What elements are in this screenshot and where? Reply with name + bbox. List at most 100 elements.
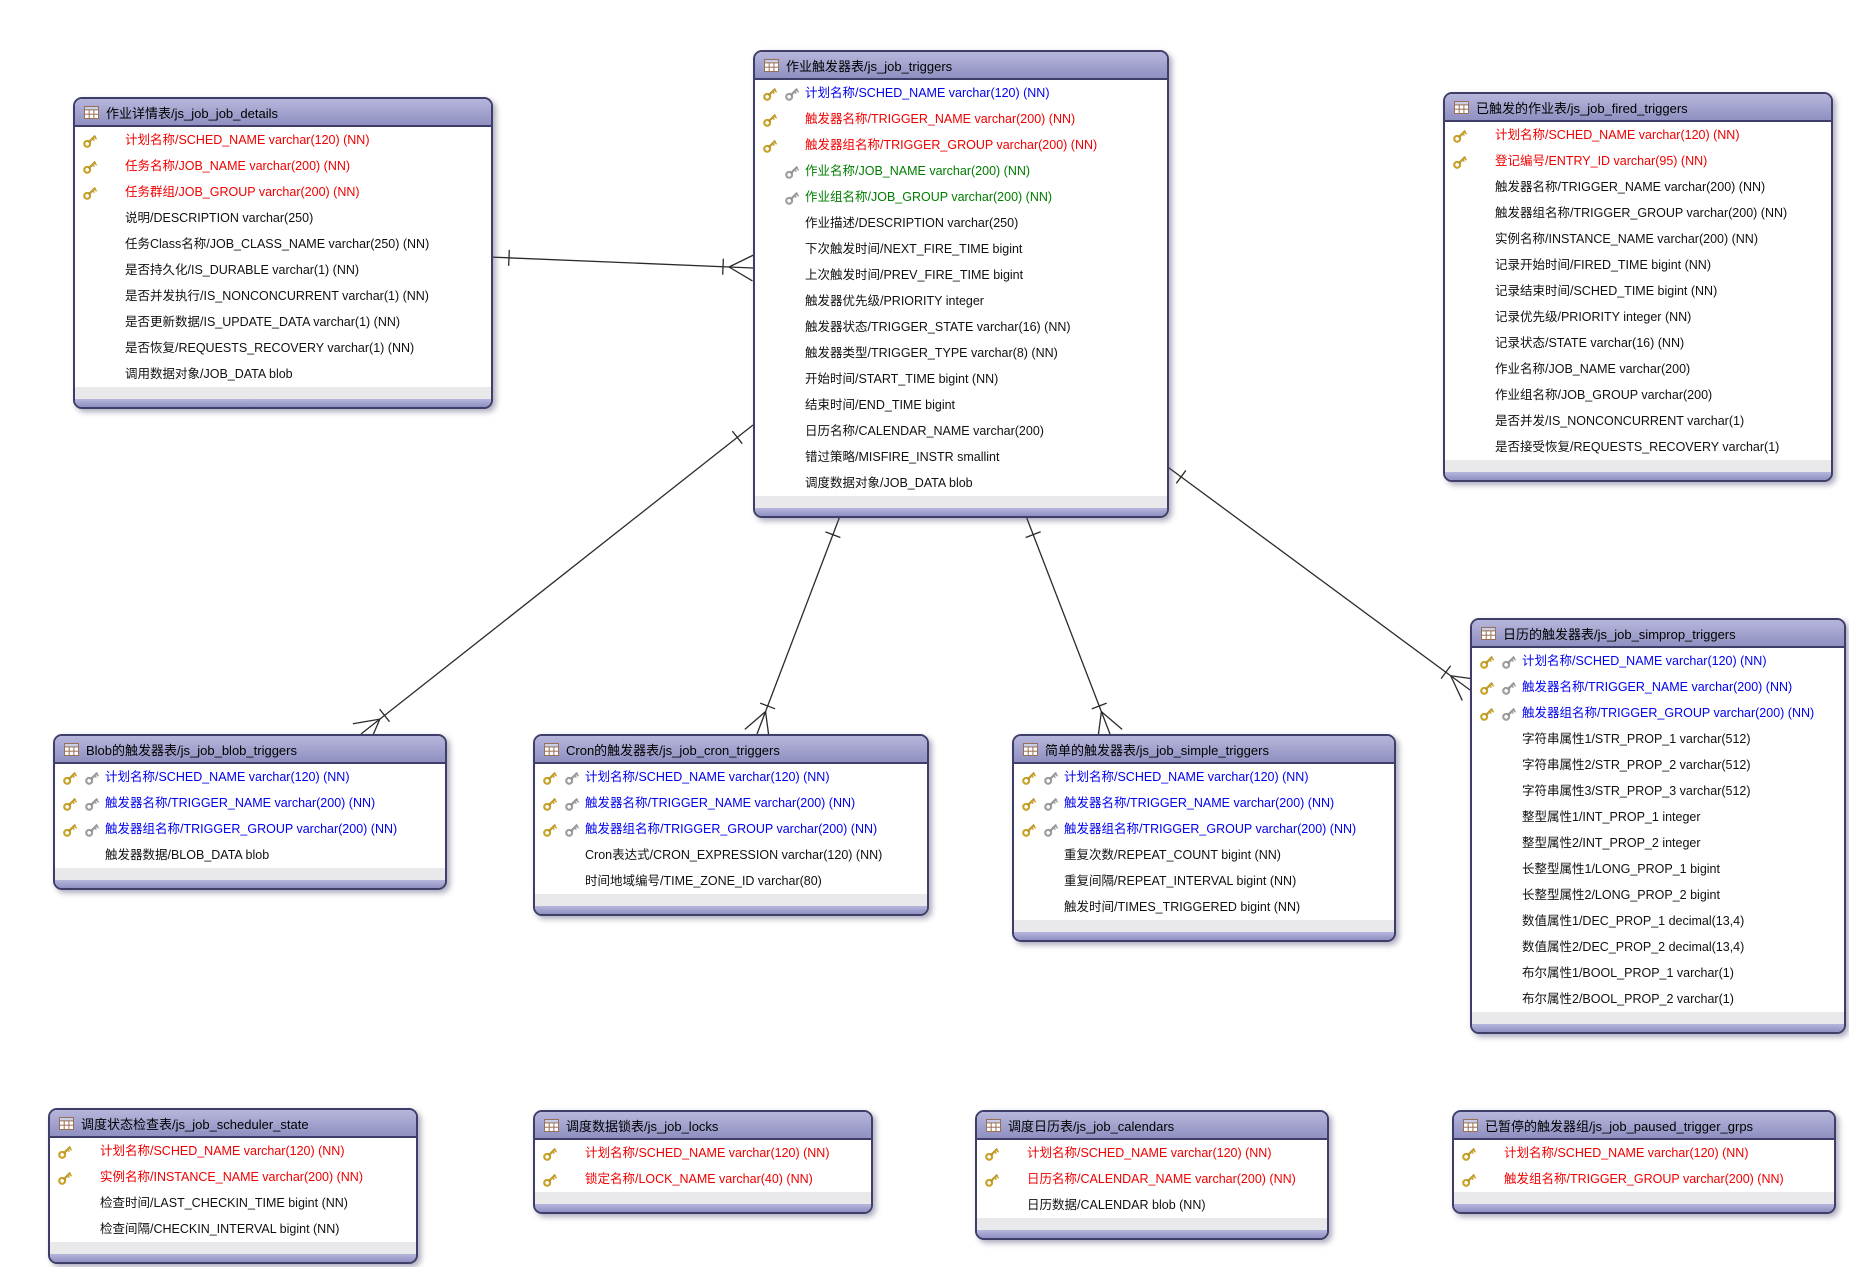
table-row[interactable]: 是否恢复/REQUESTS_RECOVERY varchar(1) (NN) xyxy=(75,335,491,361)
table-row[interactable]: 计划名称/SCHED_NAME varchar(120) (NN) xyxy=(50,1138,416,1164)
table-row[interactable]: 任务群组/JOB_GROUP varchar(200) (NN) xyxy=(75,179,491,205)
table-row[interactable]: 作业名称/JOB_NAME varchar(200) (NN) xyxy=(755,158,1167,184)
table-row[interactable]: 触发器组名称/TRIGGER_GROUP varchar(200) (NN) xyxy=(755,132,1167,158)
table-header[interactable]: 调度日历表/js_job_calendars xyxy=(977,1112,1327,1140)
table-row[interactable]: 日历名称/CALENDAR_NAME varchar(200) xyxy=(755,418,1167,444)
table-row[interactable]: 开始时间/START_TIME bigint (NN) xyxy=(755,366,1167,392)
table-row[interactable]: 记录结束时间/SCHED_TIME bigint (NN) xyxy=(1445,278,1831,304)
table-row[interactable]: 触发器组名称/TRIGGER_GROUP varchar(200) (NN) xyxy=(1472,700,1844,726)
table-row[interactable]: 计划名称/SCHED_NAME varchar(120) (NN) xyxy=(977,1140,1327,1166)
table-row[interactable]: 字符串属性3/STR_PROP_3 varchar(512) xyxy=(1472,778,1844,804)
table-row[interactable]: 是否更新数据/IS_UPDATE_DATA varchar(1) (NN) xyxy=(75,309,491,335)
table-row[interactable]: 是否接受恢复/REQUESTS_RECOVERY varchar(1) xyxy=(1445,434,1831,460)
table-row[interactable]: 长整型属性1/LONG_PROP_1 bigint xyxy=(1472,856,1844,882)
table-row[interactable]: 记录开始时间/FIRED_TIME bigint (NN) xyxy=(1445,252,1831,278)
table-row[interactable]: 计划名称/SCHED_NAME varchar(120) (NN) xyxy=(535,764,927,790)
relationship-js_job_triggers-js_job_simprop_triggers[interactable] xyxy=(1164,464,1478,701)
table-header[interactable]: Blob的触发器表/js_job_blob_triggers xyxy=(55,736,445,764)
table-row[interactable]: 计划名称/SCHED_NAME varchar(120) (NN) xyxy=(535,1140,871,1166)
table-row[interactable]: 整型属性2/INT_PROP_2 integer xyxy=(1472,830,1844,856)
table-header[interactable]: 调度状态检查表/js_job_scheduler_state xyxy=(50,1110,416,1138)
table-row[interactable]: 任务Class名称/JOB_CLASS_NAME varchar(250) (N… xyxy=(75,231,491,257)
table-row[interactable]: 说明/DESCRIPTION varchar(250) xyxy=(75,205,491,231)
table-row[interactable]: 调度数据对象/JOB_DATA blob xyxy=(755,470,1167,496)
table-row[interactable]: 触发器名称/TRIGGER_NAME varchar(200) (NN) xyxy=(55,790,445,816)
table-row[interactable]: 数值属性1/DEC_PROP_1 decimal(13,4) xyxy=(1472,908,1844,934)
table-row[interactable]: 触发器组名称/TRIGGER_GROUP varchar(200) (NN) xyxy=(1014,816,1394,842)
table-row[interactable]: 字符串属性1/STR_PROP_1 varchar(512) xyxy=(1472,726,1844,752)
table-row[interactable]: 作业描述/DESCRIPTION varchar(250) xyxy=(755,210,1167,236)
table-row[interactable]: 记录状态/STATE varchar(16) (NN) xyxy=(1445,330,1831,356)
table-row[interactable]: 锁定名称/LOCK_NAME varchar(40) (NN) xyxy=(535,1166,871,1192)
table-row[interactable]: 数值属性2/DEC_PROP_2 decimal(13,4) xyxy=(1472,934,1844,960)
table-row[interactable]: 作业组名称/JOB_GROUP varchar(200) (NN) xyxy=(755,184,1167,210)
table-header[interactable]: 调度数据锁表/js_job_locks xyxy=(535,1112,871,1140)
table-row[interactable]: 触发器名称/TRIGGER_NAME varchar(200) (NN) xyxy=(1014,790,1394,816)
table-row[interactable]: 触发时间/TIMES_TRIGGERED bigint (NN) xyxy=(1014,894,1394,920)
table-row[interactable]: 结束时间/END_TIME bigint xyxy=(755,392,1167,418)
table-row[interactable]: 日历数据/CALENDAR blob (NN) xyxy=(977,1192,1327,1218)
table-row[interactable]: 调用数据对象/JOB_DATA blob xyxy=(75,361,491,387)
table-row[interactable]: 触发器状态/TRIGGER_STATE varchar(16) (NN) xyxy=(755,314,1167,340)
table-row[interactable]: 触发器名称/TRIGGER_NAME varchar(200) (NN) xyxy=(755,106,1167,132)
table-row[interactable]: 上次触发时间/PREV_FIRE_TIME bigint xyxy=(755,262,1167,288)
table-header[interactable]: 日历的触发器表/js_job_simprop_triggers xyxy=(1472,620,1844,648)
table-row[interactable]: 触发器组名称/TRIGGER_GROUP varchar(200) (NN) xyxy=(535,816,927,842)
table-header[interactable]: 已触发的作业表/js_job_fired_triggers xyxy=(1445,94,1831,122)
table-row[interactable]: 实例名称/INSTANCE_NAME varchar(200) (NN) xyxy=(1445,226,1831,252)
table-header[interactable]: 作业触发器表/js_job_triggers xyxy=(755,52,1167,80)
table-row[interactable]: 计划名称/SCHED_NAME varchar(120) (NN) xyxy=(1454,1140,1834,1166)
table-row[interactable]: 计划名称/SCHED_NAME varchar(120) (NN) xyxy=(755,80,1167,106)
table-row[interactable]: 错过策略/MISFIRE_INSTR smallint xyxy=(755,444,1167,470)
table-row[interactable]: 重复间隔/REPEAT_INTERVAL bigint (NN) xyxy=(1014,868,1394,894)
table-header[interactable]: 作业详情表/js_job_job_details xyxy=(75,99,491,127)
table-row[interactable]: 登记编号/ENTRY_ID varchar(95) (NN) xyxy=(1445,148,1831,174)
table-row[interactable]: 布尔属性2/BOOL_PROP_2 varchar(1) xyxy=(1472,986,1844,1012)
table-row[interactable]: 检查间隔/CHECKIN_INTERVAL bigint (NN) xyxy=(50,1216,416,1242)
table-row[interactable]: 触发器名称/TRIGGER_NAME varchar(200) (NN) xyxy=(1445,174,1831,200)
table-row[interactable]: 计划名称/SCHED_NAME varchar(120) (NN) xyxy=(75,127,491,153)
table-row[interactable]: 触发组名称/TRIGGER_GROUP varchar(200) (NN) xyxy=(1454,1166,1834,1192)
table-row[interactable]: 触发器组名称/TRIGGER_GROUP varchar(200) (NN) xyxy=(55,816,445,842)
table-row[interactable]: 计划名称/SCHED_NAME varchar(120) (NN) xyxy=(1014,764,1394,790)
table-row[interactable]: 重复次数/REPEAT_COUNT bigint (NN) xyxy=(1014,842,1394,868)
table-header[interactable]: 已暂停的触发器组/js_job_paused_trigger_grps xyxy=(1454,1112,1834,1140)
table-row[interactable]: 检查时间/LAST_CHECKIN_TIME bigint (NN) xyxy=(50,1190,416,1216)
table-row[interactable]: 触发器数据/BLOB_DATA blob xyxy=(55,842,445,868)
table-row[interactable]: 是否并发/IS_NONCONCURRENT varchar(1) xyxy=(1445,408,1831,434)
table-row[interactable]: 作业组名称/JOB_GROUP varchar(200) xyxy=(1445,382,1831,408)
relationship-js_job_triggers-js_job_simple_triggers[interactable] xyxy=(1025,515,1123,739)
table-row[interactable]: 是否持久化/IS_DURABLE varchar(1) (NN) xyxy=(75,257,491,283)
table-header[interactable]: Cron的触发器表/js_job_cron_triggers xyxy=(535,736,927,764)
table-row[interactable]: 计划名称/SCHED_NAME varchar(120) (NN) xyxy=(55,764,445,790)
relationship-js_job_job_details-js_job_triggers[interactable] xyxy=(488,249,754,282)
table-row[interactable]: 记录优先级/PRIORITY integer (NN) xyxy=(1445,304,1831,330)
table-row[interactable]: 触发器优先级/PRIORITY integer xyxy=(755,288,1167,314)
table-row[interactable]: 计划名称/SCHED_NAME varchar(120) (NN) xyxy=(1445,122,1831,148)
table-row[interactable]: 时间地域编号/TIME_ZONE_ID varchar(80) xyxy=(535,868,927,894)
table-row[interactable]: 布尔属性1/BOOL_PROP_1 varchar(1) xyxy=(1472,960,1844,986)
relationship-js_job_triggers-js_job_cron_triggers[interactable] xyxy=(744,515,841,739)
table-row[interactable]: 是否并发执行/IS_NONCONCURRENT varchar(1) (NN) xyxy=(75,283,491,309)
table-row[interactable]: 下次触发时间/NEXT_FIRE_TIME bigint xyxy=(755,236,1167,262)
table-row[interactable]: 计划名称/SCHED_NAME varchar(120) (NN) xyxy=(1472,648,1844,674)
relationship-js_job_triggers-js_job_blob_triggers[interactable] xyxy=(352,424,754,745)
table-row[interactable]: 任务名称/JOB_NAME varchar(200) (NN) xyxy=(75,153,491,179)
table-row[interactable]: 长整型属性2/LONG_PROP_2 bigint xyxy=(1472,882,1844,908)
table-row[interactable]: 触发器类型/TRIGGER_TYPE varchar(8) (NN) xyxy=(755,340,1167,366)
table-row[interactable]: 触发器组名称/TRIGGER_GROUP varchar(200) (NN) xyxy=(1445,200,1831,226)
table-row[interactable]: 触发器名称/TRIGGER_NAME varchar(200) (NN) xyxy=(535,790,927,816)
table-row[interactable]: 实例名称/INSTANCE_NAME varchar(200) (NN) xyxy=(50,1164,416,1190)
table-row[interactable]: 作业名称/JOB_NAME varchar(200) xyxy=(1445,356,1831,382)
